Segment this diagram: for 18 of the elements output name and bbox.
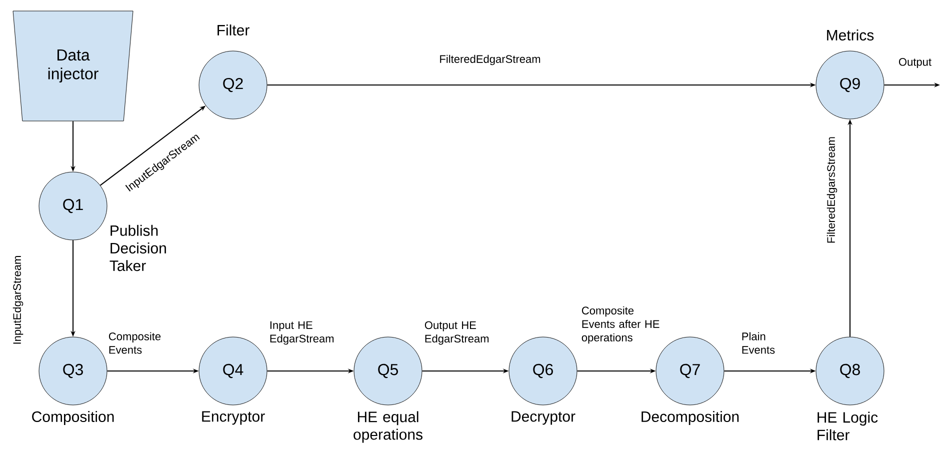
edge-label: FilteredEdgarsStream <box>826 137 838 243</box>
node-caption: Composition <box>32 411 114 425</box>
node-caption: Decomposition <box>642 411 739 425</box>
edge-label: Plain Events <box>742 332 775 354</box>
edge-label: Output HE EdgarStream <box>424 321 489 345</box>
node-caption: Filter <box>218 24 250 36</box>
edge-label: InputEdgarStream <box>12 256 24 344</box>
edge-label: FilteredEdgarStream <box>440 54 540 66</box>
node-caption: Encryptor <box>202 411 265 425</box>
node-caption: HE Logic Filter <box>818 412 878 440</box>
node-caption: Decryptor <box>512 411 576 425</box>
edge-label: Composite Events <box>108 332 161 354</box>
edge-label: Input HE EdgarStream <box>270 321 334 345</box>
edge-label: Output <box>898 58 932 68</box>
injector-trapezoid: Data injector <box>12 10 134 122</box>
node-caption: Metrics <box>827 30 874 40</box>
node-caption: HE equal operations <box>354 411 422 443</box>
node-caption: Publish Decision Taker <box>110 224 166 272</box>
